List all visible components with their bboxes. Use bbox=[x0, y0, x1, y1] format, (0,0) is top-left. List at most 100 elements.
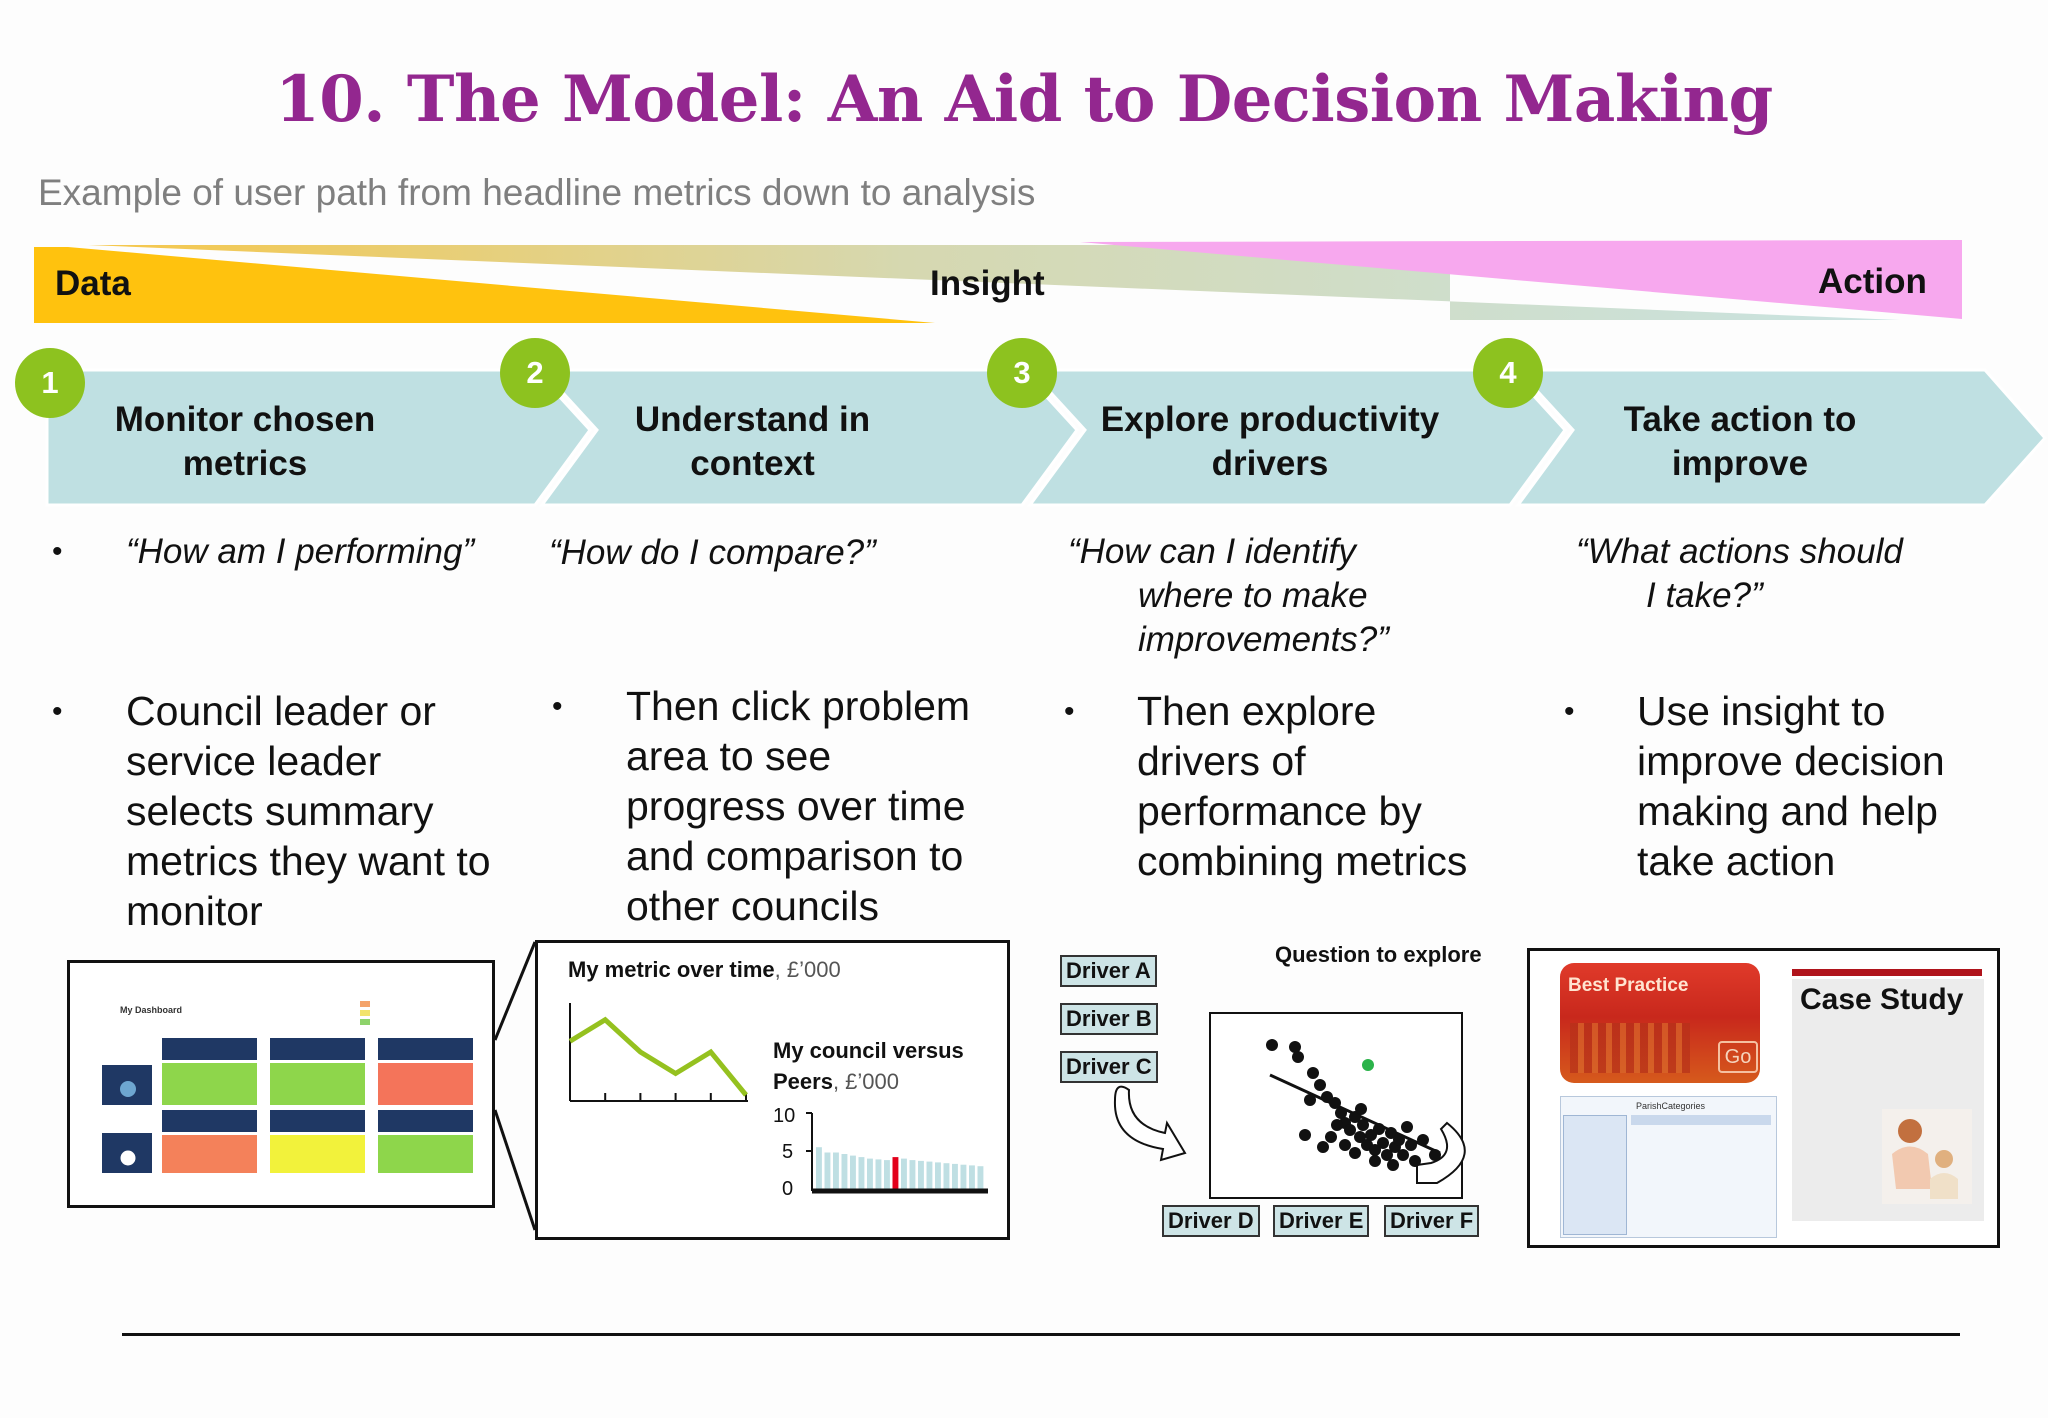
peer-bar bbox=[875, 1159, 882, 1189]
dashboard-grid-image bbox=[102, 1001, 473, 1173]
peer-bar bbox=[960, 1164, 967, 1189]
step-question-4: “What actions should I take?” bbox=[1576, 530, 1903, 618]
step-question-3: “How can I identify where to make improv… bbox=[1068, 530, 1389, 662]
peers-title-bold: Peers bbox=[773, 1069, 833, 1094]
peer-bar bbox=[952, 1163, 958, 1189]
driver-c-label: Driver C bbox=[1060, 1051, 1158, 1083]
step-desc-4-line-3: making and help bbox=[1637, 788, 1938, 834]
step-title-4: Take action to improve bbox=[1560, 398, 1920, 486]
peer-bar bbox=[824, 1152, 831, 1189]
step-title-4-line-1: Take action to bbox=[1623, 400, 1857, 439]
step-desc-3-line-4: combining metrics bbox=[1137, 838, 1468, 884]
data-wedge bbox=[34, 247, 935, 323]
step-question-3-line-2: where to make bbox=[1138, 576, 1368, 615]
peer-bar bbox=[841, 1154, 848, 1189]
step-title-4-line-2: improve bbox=[1671, 444, 1809, 483]
scatter-point bbox=[1331, 1119, 1343, 1131]
scatter-point bbox=[1369, 1144, 1381, 1156]
step-title-2-line-1: Understand in bbox=[634, 400, 871, 439]
step-desc-3-line-1: Then explore bbox=[1137, 688, 1377, 734]
step-question-1: “How am I performing” bbox=[126, 532, 475, 571]
data-insight-action-band bbox=[34, 240, 1962, 323]
peers-tick-5: 5 bbox=[782, 1141, 794, 1163]
step-desc-3-line-2: drivers of bbox=[1137, 738, 1306, 784]
peer-bar bbox=[935, 1162, 941, 1189]
step-desc-2-line-3: progress over time bbox=[626, 783, 966, 829]
metric-line-chart bbox=[568, 1003, 748, 1102]
step-desc-4: Use insight to improve decision making a… bbox=[1637, 686, 1945, 886]
metric-title-unit: , £’000 bbox=[774, 957, 841, 982]
desc-bullet-4: • bbox=[1564, 695, 1575, 728]
curved-arrow-right bbox=[1416, 1121, 1466, 1184]
question-bullet-1: • bbox=[52, 535, 63, 568]
my-council-bar bbox=[892, 1157, 899, 1189]
footer-rule bbox=[122, 1333, 1960, 1336]
step-desc-3-line-3: performance by bbox=[1137, 788, 1422, 834]
step-title-1-line-1: Monitor chosen bbox=[114, 400, 376, 439]
scatter-point bbox=[1405, 1139, 1417, 1151]
case-study-title: Case Study bbox=[1800, 983, 1964, 1016]
band-label-data: Data bbox=[55, 264, 131, 303]
form-sidebar bbox=[1563, 1115, 1627, 1235]
best-practice-image bbox=[1570, 1023, 1690, 1073]
step-title-1-line-2: metrics bbox=[182, 444, 308, 483]
step-question-4-line-2: I take?” bbox=[1646, 576, 1763, 615]
action-resources-panel: Best Practice Go Case Study ParishCatego… bbox=[1527, 948, 2000, 1248]
metric-title-bold: My metric over time bbox=[568, 957, 775, 982]
scatter-point bbox=[1409, 1155, 1421, 1167]
step-desc-2-line-5: other councils bbox=[626, 883, 879, 929]
scatter-point bbox=[1401, 1121, 1413, 1133]
peer-bar bbox=[901, 1158, 907, 1189]
scatter-point bbox=[1357, 1119, 1369, 1131]
driver-f-label: Driver F bbox=[1384, 1205, 1480, 1237]
dashboard-label: My Dashboard bbox=[120, 1005, 183, 1015]
step-desc-2: Then click problem area to see progress … bbox=[626, 681, 970, 931]
peer-bar bbox=[943, 1163, 950, 1189]
step-desc-1-line-1: Council leader or bbox=[126, 688, 436, 734]
peer-bar bbox=[816, 1147, 822, 1189]
step-desc-1-line-2: service leader bbox=[126, 738, 382, 784]
peers-title-line-1: My council versus bbox=[773, 1038, 964, 1063]
peer-bar bbox=[909, 1160, 916, 1189]
desc-bullet-1: • bbox=[52, 695, 63, 728]
scatter-point bbox=[1349, 1147, 1361, 1159]
form-header: ParishCategories bbox=[1636, 1101, 1706, 1111]
scatter-point bbox=[1417, 1134, 1429, 1146]
desc-bullet-3: • bbox=[1064, 695, 1075, 728]
go-button[interactable]: Go bbox=[1718, 1041, 1758, 1073]
desc-bullet-2: • bbox=[552, 690, 563, 723]
step-title-2-line-2: context bbox=[690, 444, 815, 483]
scatter-point bbox=[1397, 1149, 1409, 1161]
step-question-3-line-1: “How can I identify bbox=[1068, 532, 1356, 571]
step-title-3-line-2: drivers bbox=[1211, 444, 1329, 483]
scatter-point bbox=[1314, 1079, 1326, 1091]
case-study-bar bbox=[1792, 969, 1982, 976]
scatter-point bbox=[1355, 1103, 1367, 1115]
step-desc-3: Then explore drivers of performance by c… bbox=[1137, 686, 1467, 886]
step-desc-2-line-1: Then click problem bbox=[626, 683, 971, 729]
step-desc-1-line-3: selects summary bbox=[126, 788, 434, 834]
chevron-step-1 bbox=[45, 368, 592, 507]
peers-tick-0: 0 bbox=[782, 1178, 794, 1200]
page-subtitle: Example of user path from headline metri… bbox=[38, 172, 1036, 213]
scatter-point bbox=[1266, 1039, 1278, 1051]
curved-arrow-left bbox=[1113, 1085, 1187, 1162]
peers-title-unit: , £’000 bbox=[832, 1069, 900, 1094]
form-toolbar bbox=[1631, 1115, 1771, 1125]
best-practice-tile[interactable]: Best Practice Go bbox=[1560, 963, 1760, 1083]
peer-bar bbox=[858, 1157, 865, 1189]
scatter-point bbox=[1373, 1123, 1385, 1135]
step-desc-1-line-4: metrics they want to bbox=[126, 838, 491, 884]
step-title-2: Understand in context bbox=[580, 398, 925, 486]
own-council-point bbox=[1362, 1059, 1374, 1071]
case-study-card[interactable]: Case Study bbox=[1792, 979, 1984, 1221]
scatter-point bbox=[1429, 1149, 1441, 1161]
step-badge-1: 1 bbox=[15, 348, 85, 418]
peer-bar bbox=[926, 1161, 933, 1189]
scatter-point bbox=[1304, 1094, 1316, 1106]
step-badge-2: 2 bbox=[500, 338, 570, 408]
scatter-point bbox=[1317, 1141, 1329, 1153]
page-title: 10. The Model: An Aid to Decision Making bbox=[275, 62, 1773, 137]
scatter-point bbox=[1307, 1067, 1319, 1079]
scatter-point bbox=[1354, 1131, 1366, 1143]
